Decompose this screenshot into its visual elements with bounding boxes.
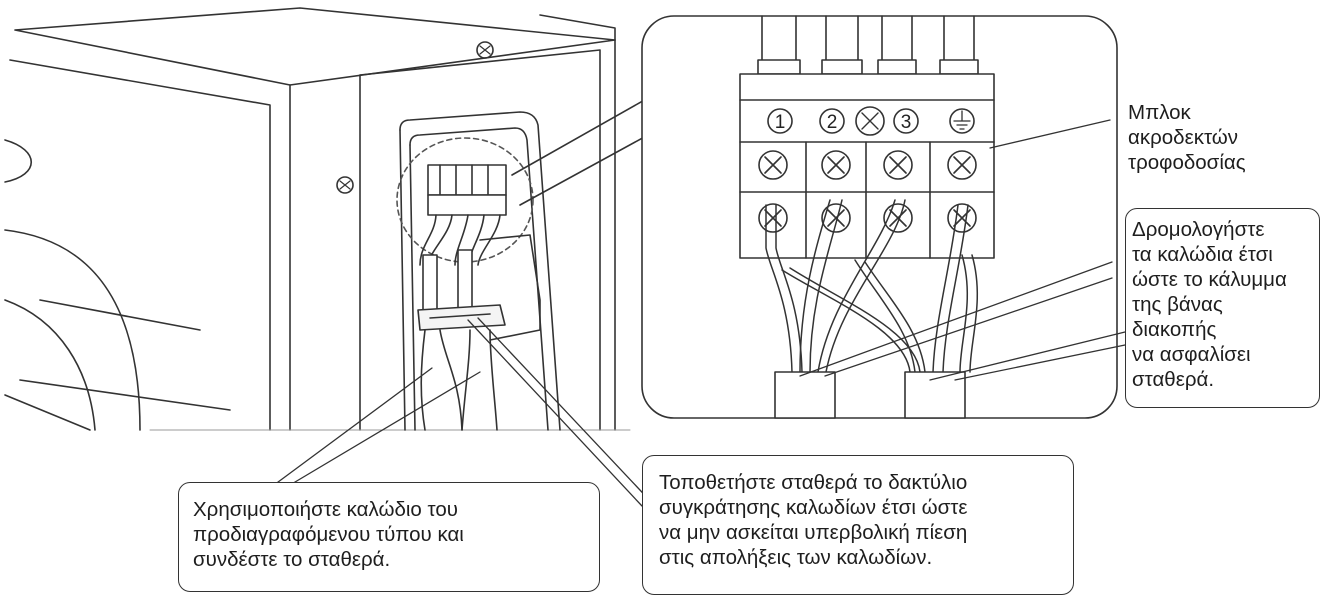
terminal-3-number: 3 — [901, 112, 912, 133]
terminal-block-label: Μπλοκ ακροδεκτών τροφοδοσίας — [1128, 101, 1246, 174]
power-terminal-block — [739, 73, 995, 259]
service-opening — [396, 111, 561, 431]
terminal-2-number: 2 — [827, 112, 838, 133]
wires — [765, 199, 979, 373]
use-cable-note: Χρησιμοποιήστε καλώδιο του προδιαγραφόμε… — [178, 482, 600, 592]
left-cable-jacket — [774, 371, 836, 419]
terminal-housings — [757, 15, 979, 75]
terminal-3-marker — [893, 108, 919, 134]
zoom-callout — [511, 15, 1118, 419]
terminal-1-marker — [767, 108, 793, 134]
ground-terminal-icon — [949, 108, 975, 134]
terminal-1-number: 1 — [775, 112, 786, 133]
outdoor-unit — [4, 7, 631, 431]
top-screw-icon — [476, 41, 494, 59]
side-screw-icon — [336, 176, 354, 194]
terminal-2-marker — [819, 108, 845, 134]
route-wires-note: Δρομολογήστε τα καλώδια έτσι ώστε το κάλ… — [1125, 208, 1320, 408]
lower-screws — [758, 203, 977, 233]
clamp-ring-note: Τοποθετήστε σταθερά το δακτύλιο συγκράτη… — [642, 455, 1074, 595]
upper-screws — [758, 150, 977, 180]
leader-lines — [269, 119, 1126, 507]
